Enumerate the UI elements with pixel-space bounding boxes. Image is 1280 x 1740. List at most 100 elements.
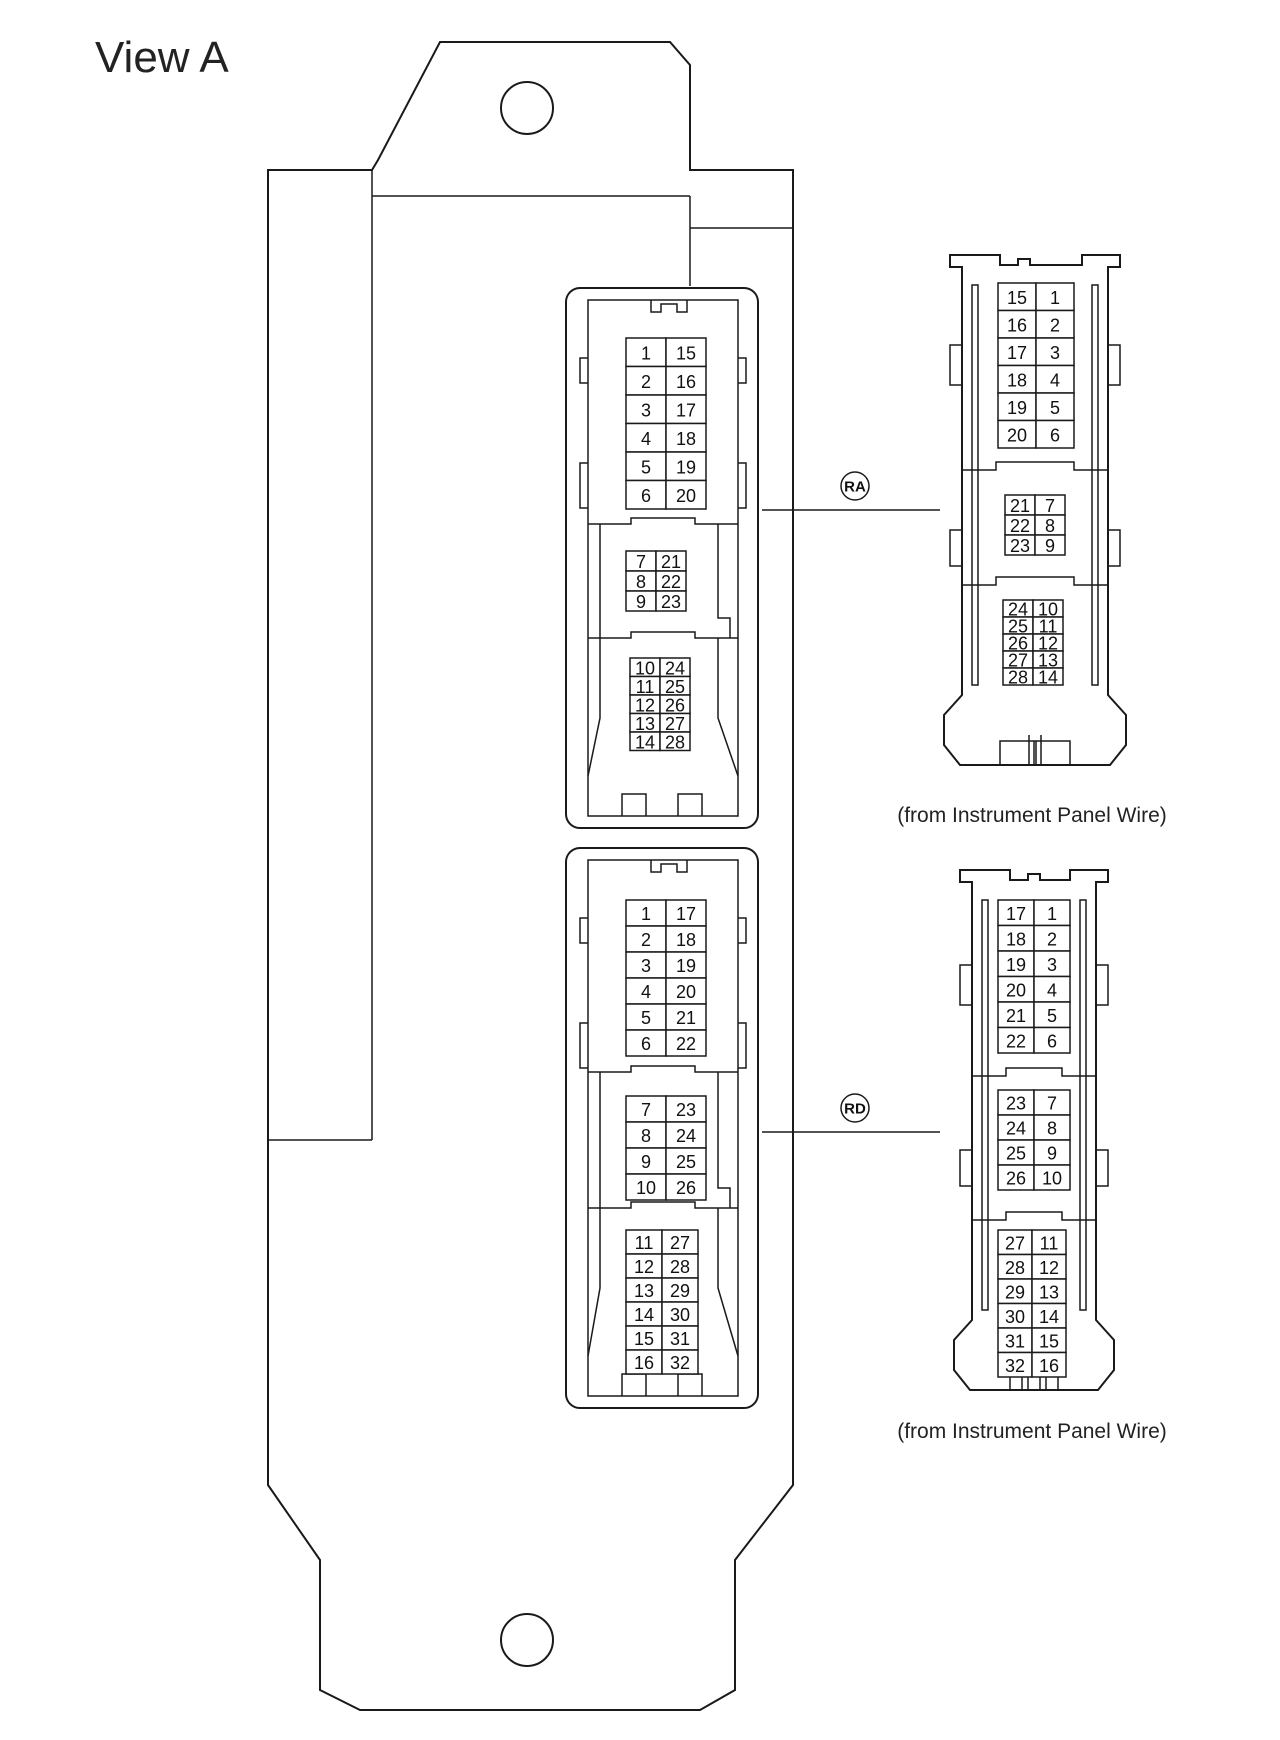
pin-cell — [625, 1003, 667, 1031]
mount-hole-top — [500, 81, 554, 135]
pin-number: 17 — [1006, 904, 1026, 924]
pin-number: 6 — [641, 1034, 651, 1054]
ecu-housing — [267, 41, 794, 1711]
pin-number: 6 — [1050, 425, 1060, 445]
pin-cell — [665, 899, 707, 927]
section-wall — [599, 1072, 731, 1208]
connector-label-ra: RA(from Instrument Panel Wire) — [762, 471, 1167, 827]
pin-number: 19 — [676, 956, 696, 976]
pin-cell — [1034, 534, 1066, 556]
guide-rail — [1079, 899, 1087, 1311]
section-divider — [972, 1067, 1096, 1077]
pin-number: 30 — [670, 1305, 690, 1325]
side-tab — [1108, 344, 1121, 386]
plug-body — [943, 254, 1127, 766]
pin-number: 22 — [661, 572, 681, 592]
pin-cell — [1033, 1026, 1071, 1054]
latch-notch — [650, 300, 688, 313]
pin-number: 11 — [635, 1233, 654, 1253]
pin-cell — [661, 1253, 699, 1279]
pin-number: 32 — [1005, 1356, 1025, 1376]
side-rib — [579, 1022, 588, 1069]
latch-notch — [650, 860, 688, 873]
pin-number: 6 — [1047, 1031, 1057, 1051]
pin-number: 24 — [665, 658, 685, 678]
pin-number: 24 — [676, 1126, 696, 1146]
pin-number: 8 — [1047, 1119, 1057, 1139]
pin-number: 15 — [1007, 288, 1027, 308]
section-divider — [588, 1201, 738, 1209]
pin-number: 15 — [676, 343, 696, 363]
pin-number: 29 — [1005, 1282, 1025, 1302]
pin-cell — [1035, 282, 1075, 312]
pin-cell — [665, 951, 707, 979]
side-tab — [959, 964, 972, 1006]
pin-cell — [1031, 1229, 1067, 1256]
pin-number: 1 — [641, 904, 651, 924]
section-divider — [962, 461, 1108, 471]
pin-cell — [655, 590, 687, 612]
pin-number: 20 — [676, 486, 696, 506]
lower-taper — [587, 638, 739, 777]
pin-number: 12 — [635, 695, 655, 715]
pin-cell — [665, 1029, 707, 1057]
pin-number: 7 — [641, 1100, 651, 1120]
pin-number: 25 — [665, 677, 685, 697]
side-rib — [738, 917, 747, 944]
pin-number: 7 — [636, 552, 646, 572]
pin-number: 28 — [665, 732, 685, 752]
pin-number: 9 — [1047, 1144, 1057, 1164]
pin-number: 13 — [1039, 1282, 1059, 1302]
pin-cell — [625, 1173, 667, 1201]
pin-number: 17 — [676, 400, 696, 420]
pin-number: 21 — [1010, 496, 1030, 516]
bottom-latch — [999, 735, 1071, 765]
pin-cell — [1033, 950, 1071, 978]
pin-number: 14 — [1038, 668, 1058, 688]
pin-number: 2 — [641, 930, 651, 950]
pin-number: 4 — [1050, 370, 1060, 390]
pin-number: 28 — [1008, 668, 1028, 688]
pin-number: 30 — [1005, 1307, 1025, 1327]
pin-cell — [1033, 1114, 1071, 1141]
pin-number: 3 — [1050, 343, 1060, 363]
pin-number: 9 — [641, 1152, 651, 1172]
pin-number: 20 — [1006, 980, 1026, 1000]
receptacle-shell — [587, 299, 739, 817]
side-rib — [579, 357, 588, 384]
pin-cell — [665, 1095, 707, 1123]
pin-number: 26 — [1008, 634, 1028, 654]
pin-number: 21 — [661, 552, 681, 572]
pin-number: 24 — [1006, 1119, 1026, 1139]
pin-cell — [1032, 667, 1064, 686]
pin-cell — [997, 282, 1037, 312]
pin-number: 13 — [1038, 651, 1058, 671]
pin-number: 1 — [1050, 288, 1060, 308]
pin-cell — [1033, 1164, 1071, 1191]
section-divider — [972, 1211, 1096, 1221]
guide-rail — [971, 284, 979, 686]
pin-cell — [997, 309, 1037, 339]
pin-number: 13 — [635, 714, 655, 734]
side-tab — [1096, 964, 1109, 1006]
pin-cell — [665, 1003, 707, 1031]
pin-number: 18 — [1006, 929, 1026, 949]
pin-number: 4 — [1047, 980, 1057, 1000]
side-tab — [959, 1149, 972, 1187]
view-title: View A — [95, 33, 229, 82]
pin-number: 26 — [1006, 1169, 1026, 1189]
side-tab — [1096, 1149, 1109, 1187]
pin-number: 27 — [665, 714, 685, 734]
pin-number: 14 — [1039, 1307, 1059, 1327]
pin-cell — [661, 1325, 699, 1351]
side-rib — [738, 1022, 747, 1069]
pin-number: 32 — [670, 1353, 690, 1373]
pin-number: 22 — [1006, 1031, 1026, 1051]
pin-number: 4 — [641, 429, 651, 449]
